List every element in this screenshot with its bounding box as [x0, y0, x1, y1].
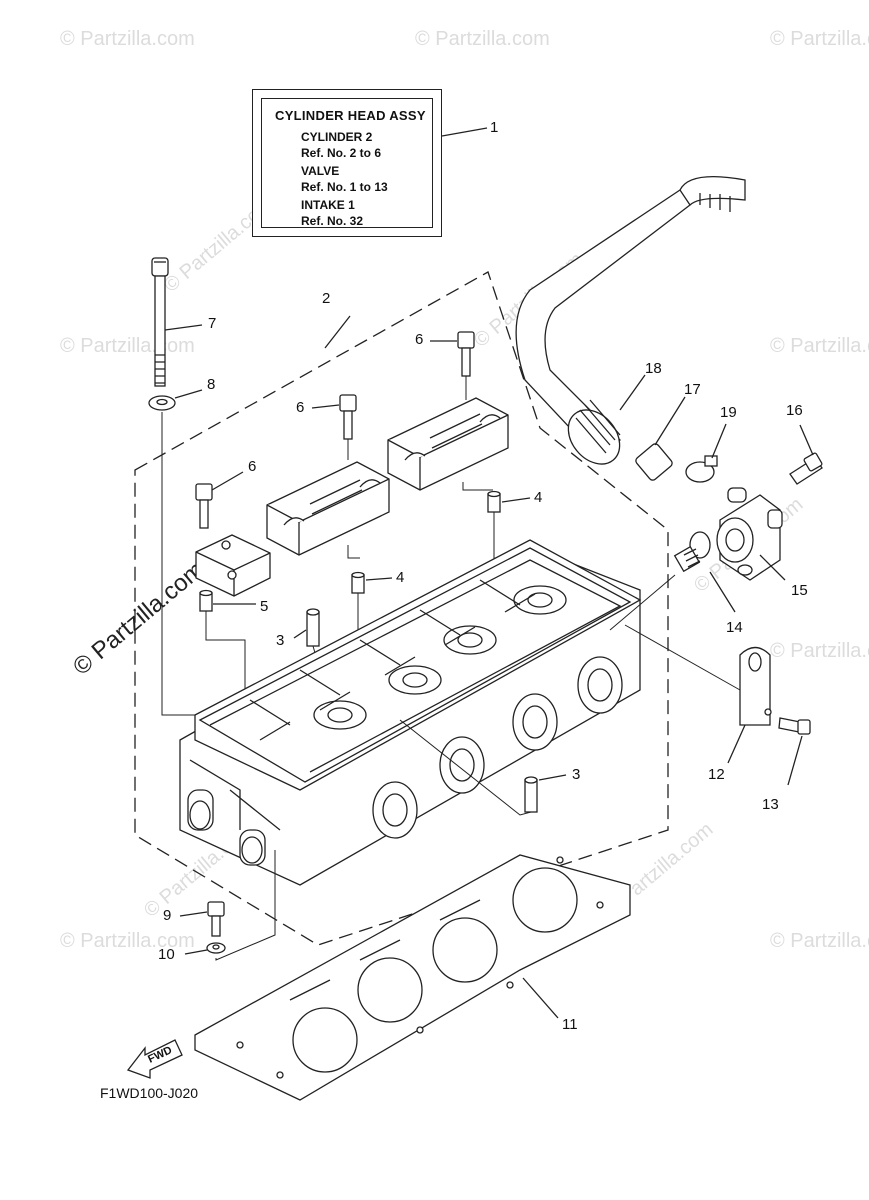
callout-6[interactable]: 6	[415, 331, 424, 348]
hose-clamp	[685, 455, 718, 483]
watermark: © Partzilla.com	[415, 28, 550, 50]
dowel-pin	[487, 490, 501, 513]
callout-14[interactable]: 14	[726, 619, 743, 636]
leader-line	[179, 911, 208, 917]
callout-15[interactable]: 15	[791, 582, 808, 599]
callout-5[interactable]: 5	[260, 598, 269, 615]
guide-line	[161, 412, 200, 716]
washer	[148, 395, 176, 411]
assembly-title: CYLINDER HEAD ASSY	[275, 108, 426, 123]
callout-7[interactable]: 7	[208, 315, 217, 332]
cylinder-head	[179, 539, 642, 886]
guide-line	[205, 611, 246, 700]
leader-line	[211, 471, 244, 491]
dowel-pin	[351, 571, 365, 594]
camshaft-cap	[387, 397, 509, 491]
callout-16[interactable]: 16	[786, 402, 803, 419]
leader-line	[324, 315, 351, 349]
guide-line	[399, 719, 532, 816]
leader-line	[787, 735, 803, 786]
guide-line	[609, 574, 676, 631]
callout-13[interactable]: 13	[762, 796, 779, 813]
callout-11[interactable]: 11	[562, 1016, 578, 1033]
callout-4[interactable]: 4	[396, 569, 405, 586]
camshaft-cap	[266, 461, 390, 556]
callout-8[interactable]: 8	[207, 376, 216, 393]
guide-line	[215, 850, 276, 961]
callout-6[interactable]: 6	[248, 458, 257, 475]
assembly-info-box: CYLINDER HEAD ASSY CYLINDER 2 Ref. No. 2…	[252, 89, 442, 237]
drain-washer	[206, 942, 226, 954]
info-line: INTAKE 1	[301, 198, 355, 212]
head-gasket	[194, 854, 631, 1101]
watermark: © Partzilla.com	[770, 930, 869, 952]
water-hose	[515, 176, 746, 481]
watermark: © Partzilla.com	[60, 930, 195, 952]
leader-line	[711, 423, 727, 459]
guide-line	[462, 482, 493, 491]
leader-line	[538, 774, 567, 781]
leader-line	[522, 977, 559, 1019]
watermark: © Partzilla.com	[60, 28, 195, 50]
callout-6[interactable]: 6	[296, 399, 305, 416]
assembly-dashed-outline	[134, 271, 669, 946]
leader-line	[164, 324, 203, 331]
leader-line	[184, 949, 208, 955]
callout-4[interactable]: 4	[534, 489, 543, 506]
cam-cap-bolt	[457, 331, 475, 377]
forward-arrow-icon	[126, 1039, 183, 1079]
callout-1[interactable]: 1	[490, 119, 499, 136]
callout-12[interactable]: 12	[708, 766, 725, 783]
leader-line	[619, 374, 646, 411]
watermark: © Partzilla.com	[770, 28, 869, 50]
diagram-code: F1WD100-J020	[100, 1085, 199, 1101]
watermark: © Partzilla.com	[770, 640, 869, 662]
drain-bolt	[207, 901, 225, 937]
bracket-bolt	[778, 717, 811, 735]
camshaft-cap-small	[195, 534, 271, 597]
guide-line	[624, 624, 741, 691]
cam-cap-bolt	[339, 394, 357, 440]
guide-line	[347, 545, 360, 559]
callout-10[interactable]: 10	[158, 946, 175, 963]
leader-line	[759, 554, 786, 581]
valve-guide	[306, 608, 320, 647]
callout-17[interactable]: 17	[684, 381, 701, 398]
info-line: Ref. No. 32	[301, 214, 364, 228]
leader-line	[709, 571, 736, 613]
thermostat	[673, 531, 711, 573]
leader-line	[727, 724, 746, 764]
callout-9[interactable]: 9	[163, 907, 172, 924]
callout-3[interactable]: 3	[572, 766, 581, 783]
leader-line	[311, 404, 340, 409]
assembly-info-box-border	[261, 98, 433, 228]
leader-line	[501, 497, 531, 503]
dowel-pin	[199, 589, 213, 612]
housing-bolt	[789, 452, 823, 485]
cam-cap-bolt	[195, 483, 213, 529]
valve-guide	[524, 776, 538, 813]
info-line: Ref. No. 1 to 13	[301, 180, 388, 194]
leader-line	[174, 389, 203, 399]
thermostat-housing	[716, 487, 783, 581]
callout-3[interactable]: 3	[276, 632, 285, 649]
leader-line	[365, 577, 393, 581]
head-bolt	[151, 257, 169, 387]
info-line: VALVE	[301, 164, 340, 178]
leader-line	[654, 396, 686, 446]
leader-line	[799, 424, 814, 456]
info-line: CYLINDER 2	[301, 130, 373, 144]
leader-line	[441, 127, 488, 137]
callout-19[interactable]: 19	[720, 404, 737, 421]
watermark: © Partzilla.com	[770, 335, 869, 357]
info-line: Ref. No. 2 to 6	[301, 146, 382, 160]
leader-line	[293, 629, 307, 639]
lifting-bracket	[739, 646, 772, 726]
callout-18[interactable]: 18	[645, 360, 662, 377]
callout-2[interactable]: 2	[322, 290, 331, 307]
